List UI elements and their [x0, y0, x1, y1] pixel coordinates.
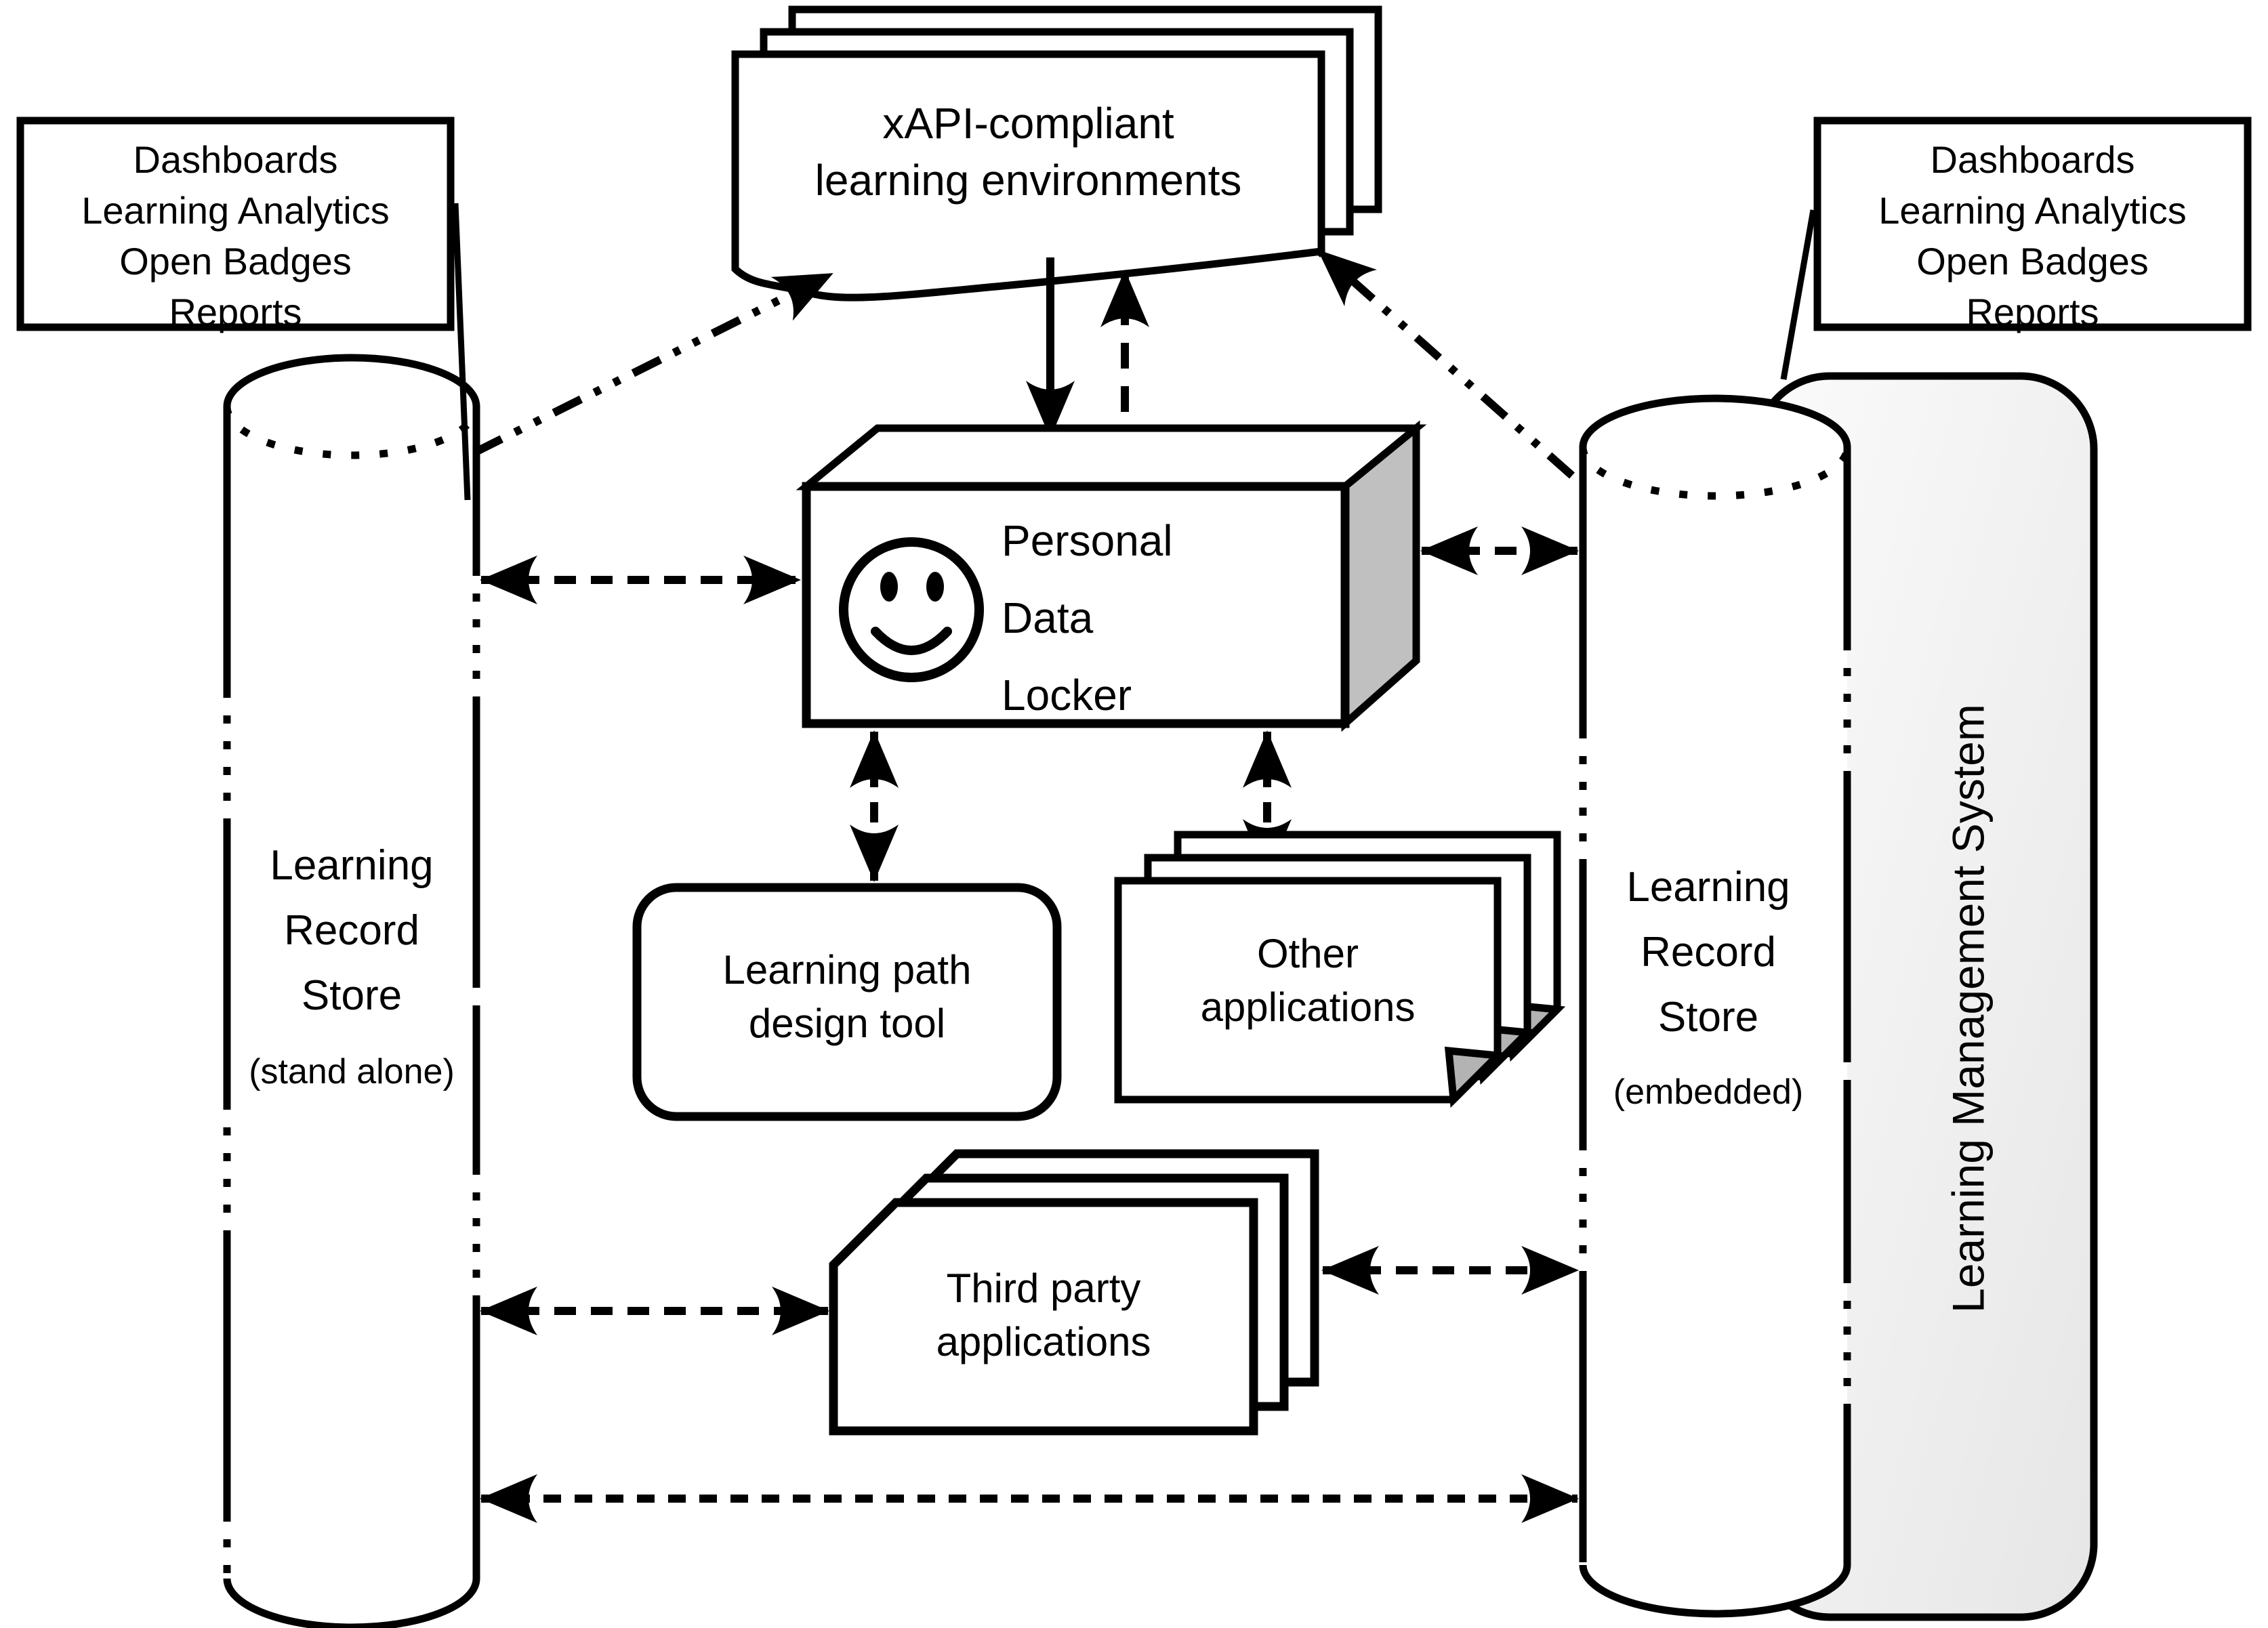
right-lrs-label: Learning Record Store	[1626, 864, 1790, 1041]
right-lrs-qualifier: (embedded)	[1613, 1072, 1804, 1112]
personal-data-locker-label: Personal Data Locker	[1002, 516, 1173, 719]
left-lrs-qualifier: (stand alone)	[249, 1052, 455, 1091]
right-callout-leader-line	[1780, 209, 1817, 380]
arrow-left-lrs-to-xapi	[472, 270, 834, 457]
xapi-environments-label: xAPI-compliant learning environments	[815, 99, 1242, 205]
left-lrs-label: Learning Record Store	[270, 842, 434, 1020]
left-callout-box	[16, 117, 455, 331]
right-lrs-cylinder	[1579, 394, 1851, 1618]
other-applications-label: Other applications	[1200, 931, 1416, 1030]
third-party-applications-stack	[829, 1149, 1319, 1436]
right-callout-label: Dashboards Learning Analytics Open Badge…	[1878, 138, 2187, 334]
other-applications-stack	[1114, 831, 1566, 1108]
connector-arrows	[472, 247, 1579, 1523]
left-callout-leader-line	[452, 203, 471, 501]
xapi-environments-stack	[731, 5, 1382, 301]
learning-path-tool-label: Learning path design tool	[722, 947, 972, 1047]
learning-path-tool-box	[632, 883, 1062, 1121]
arrow-right-lrs-to-xapi	[1316, 247, 1575, 479]
right-callout-box	[1813, 117, 2252, 331]
personal-data-locker-box	[796, 420, 1427, 732]
left-callout-label: Dashboards Learning Analytics Open Badge…	[81, 138, 390, 334]
smiley-face-icon	[839, 537, 984, 682]
left-lrs-cylinder	[223, 354, 480, 1628]
third-party-applications-label: Third party applications	[936, 1266, 1151, 1365]
lms-label: Learning Management System	[1943, 704, 1994, 1313]
